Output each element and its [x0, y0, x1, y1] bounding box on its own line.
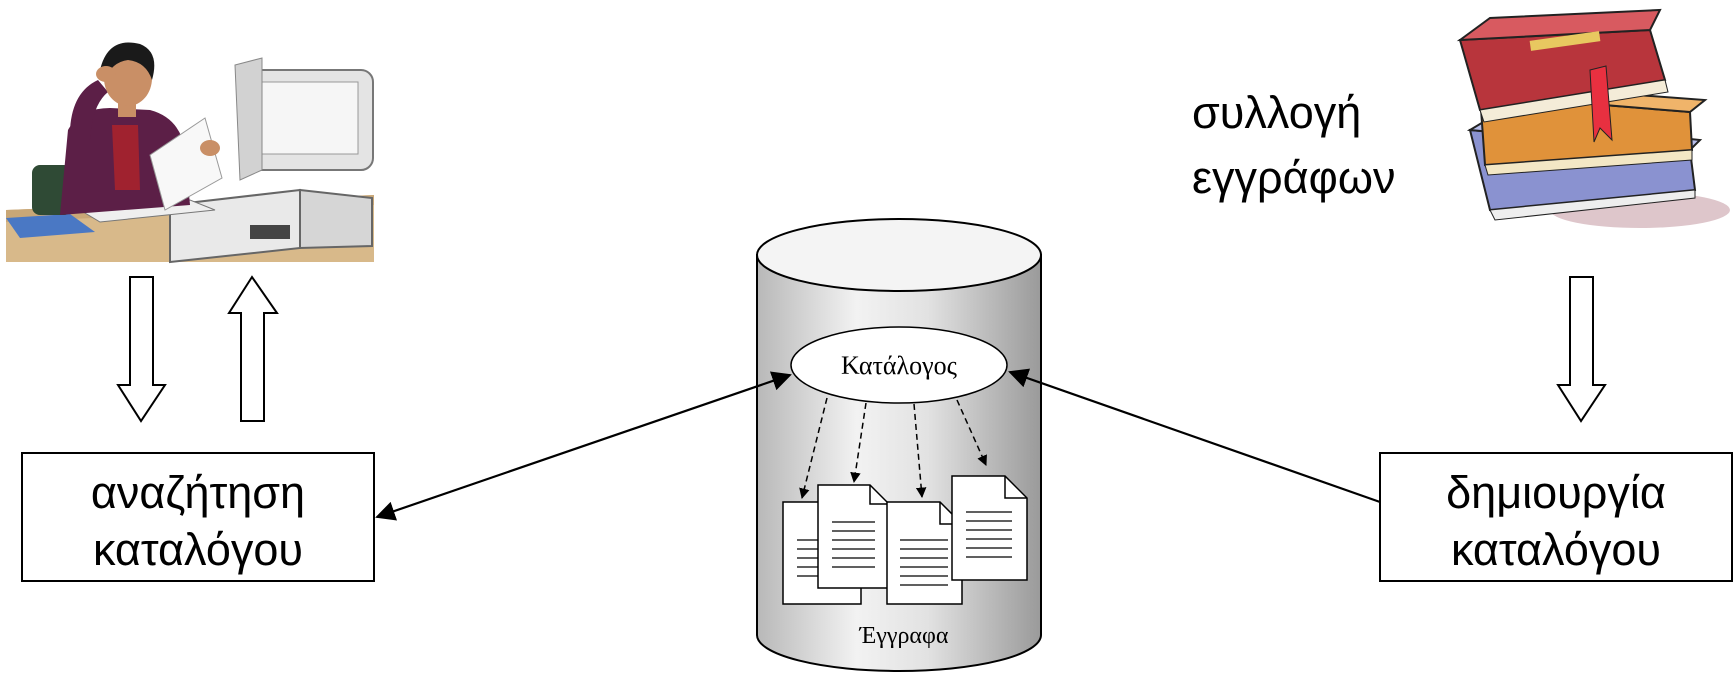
documents-label: Έγγραφα: [859, 623, 949, 649]
catalog-to-document-arrows: [799, 397, 987, 500]
create-catalog-line2: καταλόγου: [1451, 524, 1661, 575]
collection-label-line1: συλλογή: [1192, 87, 1361, 138]
person-at-computer-icon: [6, 35, 374, 264]
document-page-icon: [951, 475, 1028, 581]
hollow-arrow-down-right: [1556, 276, 1607, 423]
search-catalog-box: αναζήτηση καταλόγου: [21, 452, 375, 582]
create-catalog-box: δημιουργία καταλόγου: [1379, 452, 1733, 582]
search-catalog-line1: αναζήτηση: [91, 467, 305, 518]
catalog-node: Κατάλογος: [790, 326, 1008, 404]
hollow-arrow-up-left: [227, 275, 279, 422]
document-page-icon: [817, 484, 890, 589]
create-catalog-line1: δημιουργία: [1446, 467, 1666, 518]
collection-label-line2: εγγράφων: [1192, 152, 1396, 203]
hollow-arrow-down-left: [116, 276, 167, 423]
catalog-label: Κατάλογος: [841, 351, 958, 380]
document-page-icon: [886, 501, 963, 605]
create-to-catalog-arrow: [1008, 368, 1381, 504]
collection-label: συλλογή εγγράφων: [1192, 87, 1396, 203]
stack-of-books-icon: [1456, 8, 1730, 228]
search-catalog-line2: καταλόγου: [93, 524, 303, 575]
document-stack: Έγγραφα: [782, 475, 1028, 649]
search-to-catalog-arrow: [375, 371, 792, 521]
